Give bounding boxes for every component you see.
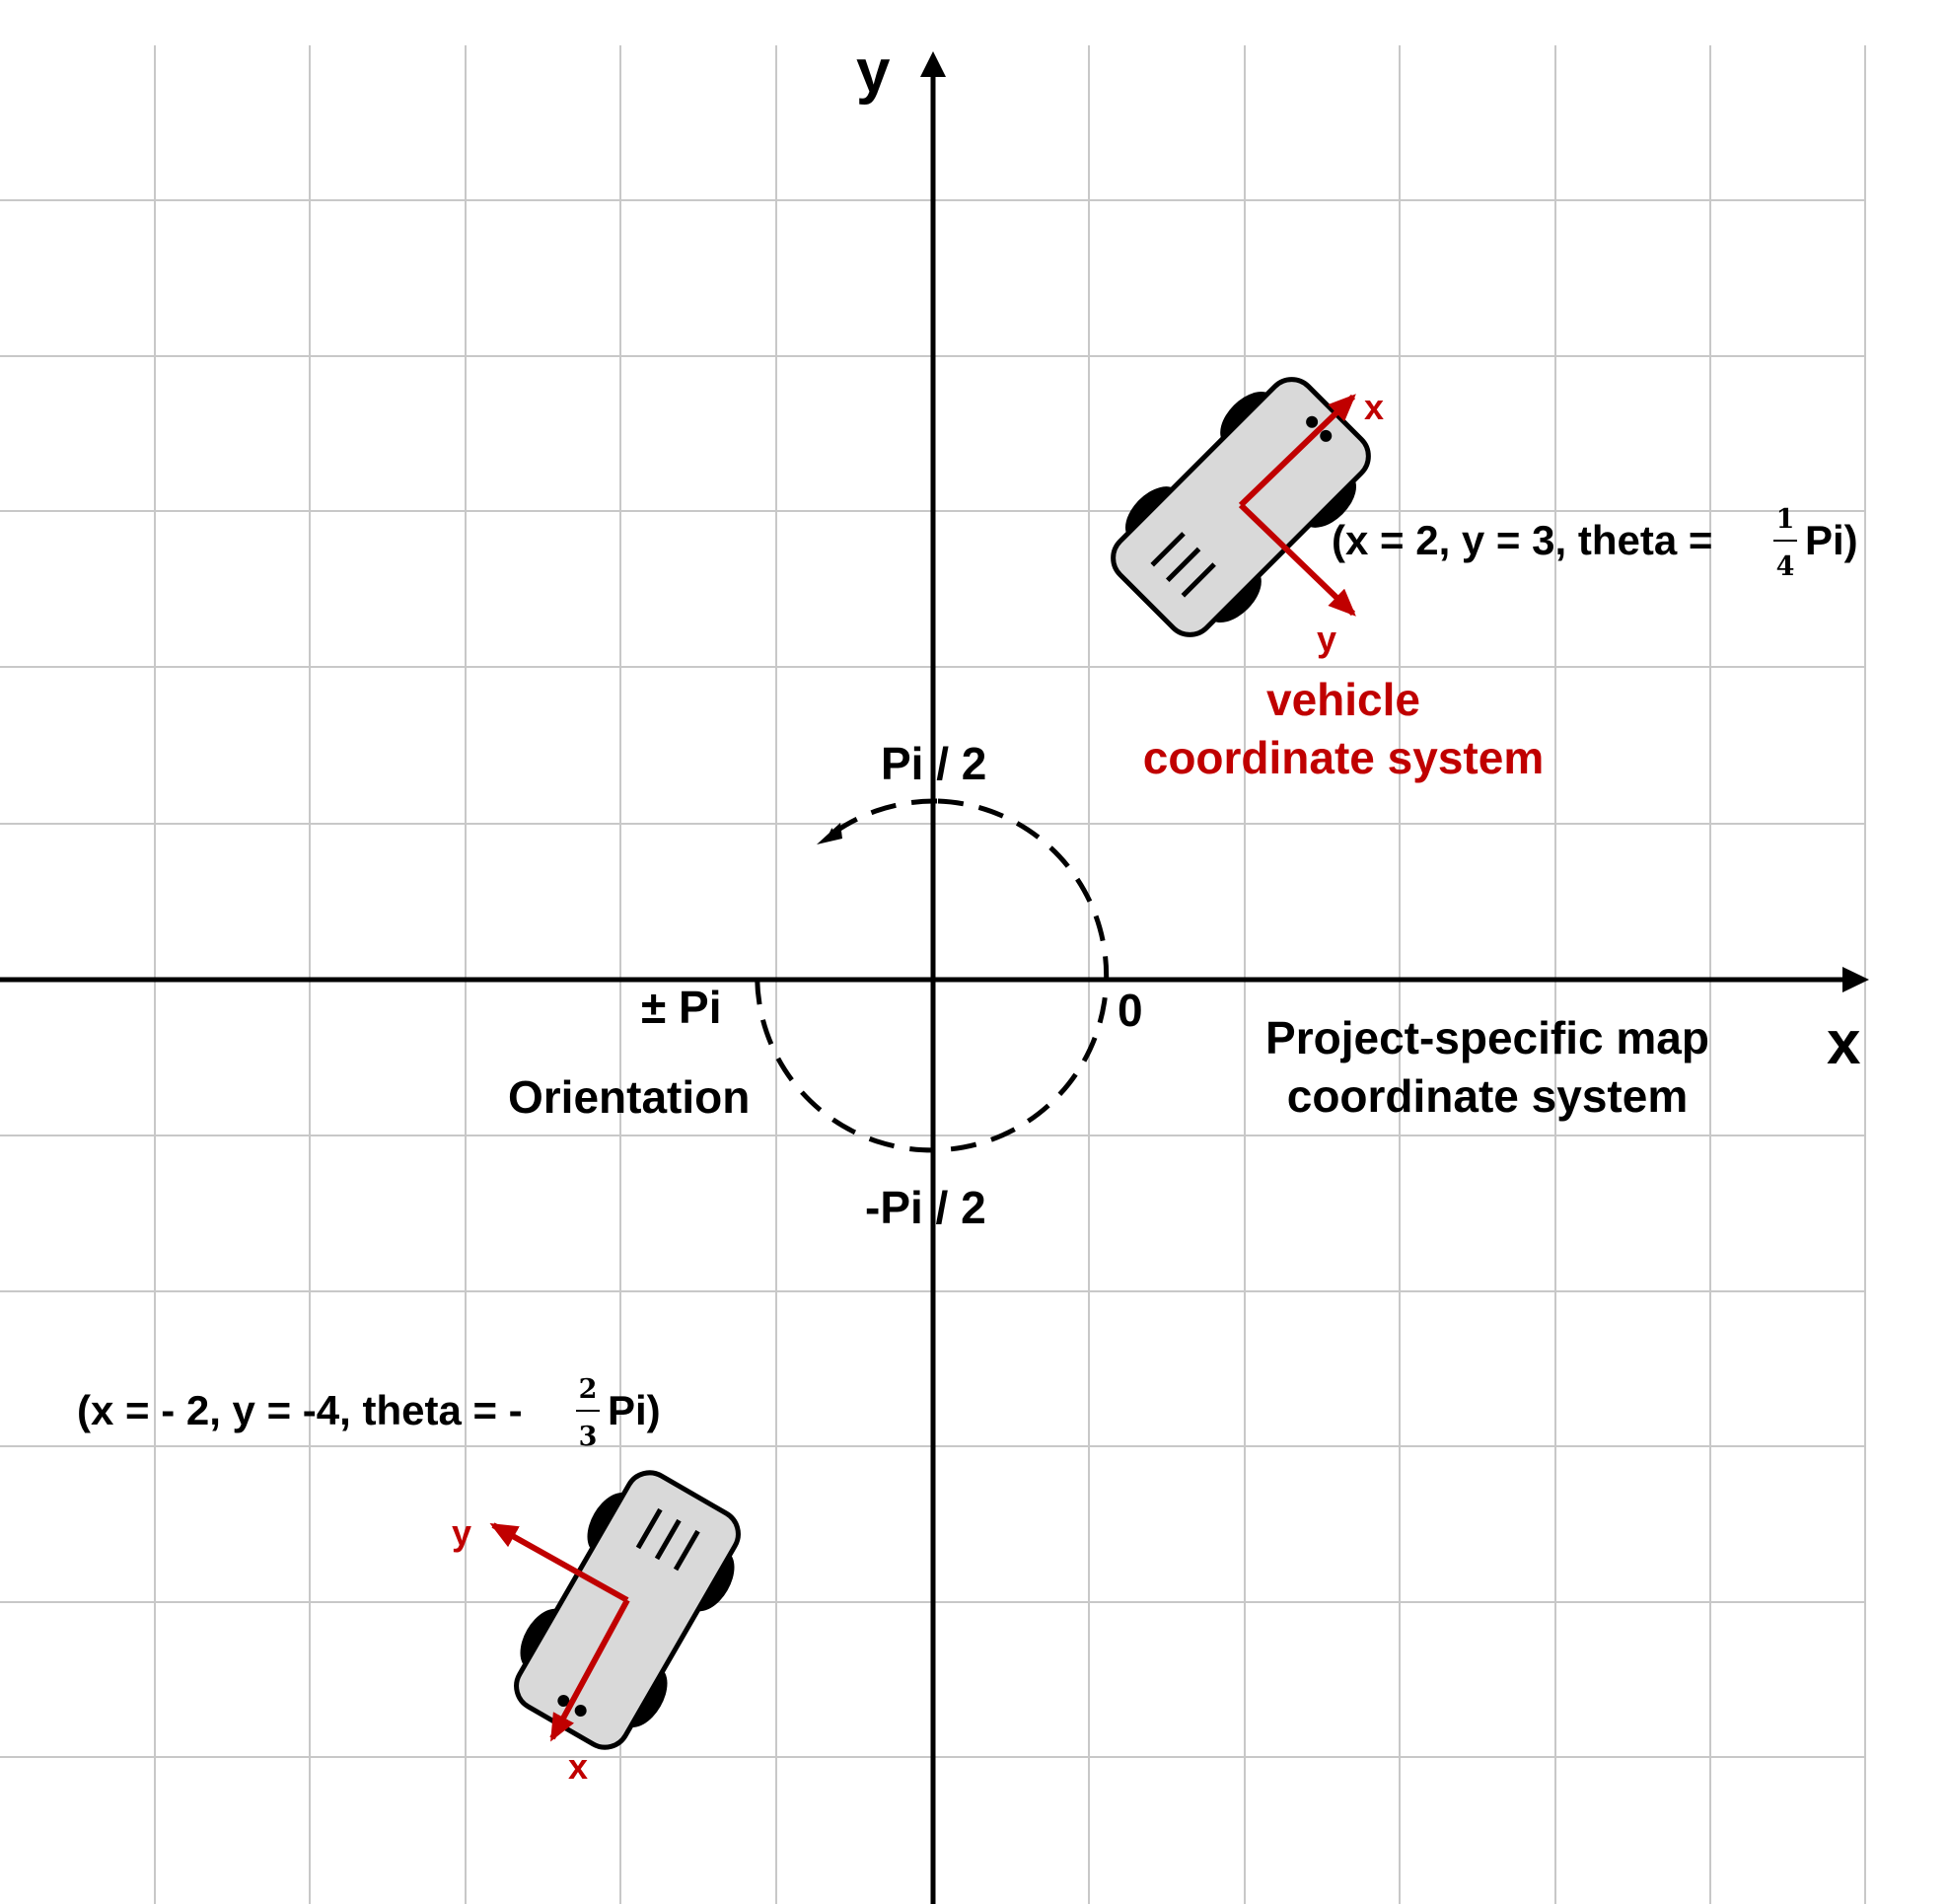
vehicle-1-pose-prefix: (x = 2, y = 3, theta = [1332,517,1712,563]
map-system-label-line2: coordinate system [1287,1070,1688,1122]
vehicle-1-y-label: y [1317,619,1336,659]
vehicle-1-theta-numerator: 1 [1776,504,1795,535]
car-icon [494,1456,760,1764]
vehicle-2-pose-suffix: Pi) [608,1387,661,1433]
vehicle-2-x-label: x [568,1746,588,1787]
orientation-bottom-label: -Pi / 2 [865,1182,986,1233]
orientation-pi-label: ± Pi [641,982,722,1033]
vehicle-2-theta-numerator: 2 [579,1374,598,1405]
y-axis-arrowhead [920,51,946,77]
vehicle-system-label-line1: vehicle [1266,674,1420,725]
orientation-arrowhead [817,823,842,844]
vehicle-2-x-axis [549,1598,630,1742]
vehicle-system-label-line2: coordinate system [1143,732,1544,783]
vehicle-1: x y (x = 2, y = 3, theta = 1 4 Pi) [1092,358,1858,659]
vehicle-1-x-label: x [1364,387,1384,427]
orientation-top-label: Pi / 2 [881,738,986,789]
map-system-label-line1: Project-specific map [1265,1012,1709,1063]
x-axis-arrowhead [1842,967,1869,992]
orientation-arc-arrow [827,798,938,839]
vehicle-1-theta-denominator: 4 [1776,551,1795,582]
orientation-indicator [755,798,1110,1153]
orientation-dashed-circle [755,798,1110,1153]
vehicle-1-x-axis [1238,394,1356,508]
vehicle-2-pose-prefix: (x = - 2, y = -4, theta = - [77,1387,523,1433]
vehicle-2-y-label: y [452,1512,471,1553]
x-axis-label: x [1827,1009,1861,1077]
orientation-label: Orientation [508,1071,750,1123]
map-axes [0,51,1869,1904]
vehicle-2-theta-denominator: 3 [579,1422,598,1452]
y-axis-label: y [856,37,891,106]
vehicle-1-y-axis [1238,502,1356,617]
vehicle-2-y-axis [489,1522,629,1603]
orientation-zero-label: 0 [1118,985,1143,1036]
vehicle-2: x y (x = - 2, y = -4, theta = - 2 3 Pi) [77,1374,760,1787]
vehicle-1-pose-suffix: Pi) [1805,517,1858,563]
